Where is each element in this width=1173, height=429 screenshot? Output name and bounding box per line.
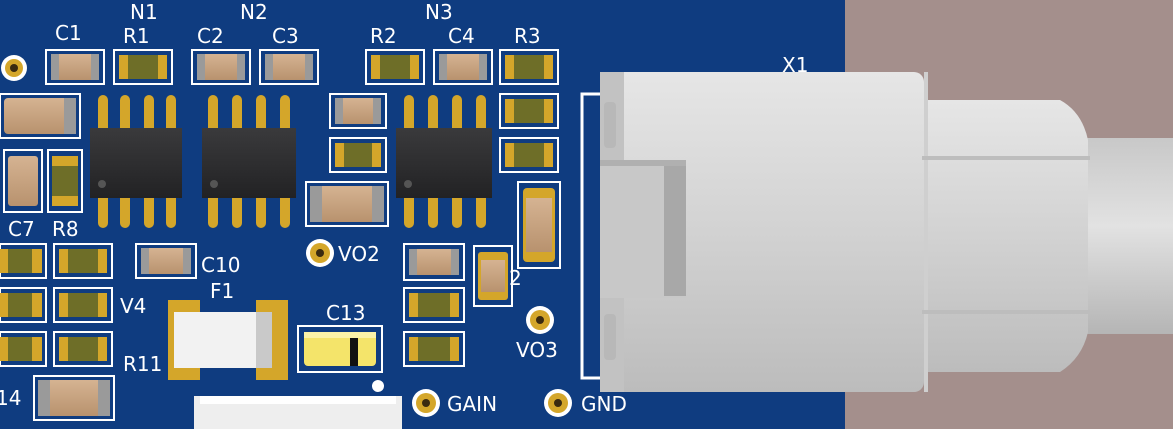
connector-x1: [580, 72, 1173, 392]
component-row3-left-2: [53, 331, 113, 367]
test-point-vo3: [526, 306, 554, 334]
ic-n1: [90, 95, 182, 228]
fiducial-dot: [372, 380, 384, 392]
label-14: 14: [0, 386, 21, 410]
component-row2-left-1: [0, 287, 47, 323]
label-partial-2: 2: [509, 266, 522, 290]
component-row3-left-1: [0, 331, 47, 367]
label-x1: X1: [782, 53, 808, 77]
label-r3: R3: [514, 24, 541, 48]
label-gain: GAIN: [447, 392, 497, 416]
label-f1: F1: [210, 279, 234, 303]
component-vertical-res-left: [47, 149, 83, 213]
label-c10: C10: [201, 253, 240, 277]
label-c3: C3: [272, 24, 299, 48]
component-row-r8: [53, 243, 113, 279]
component-col-res-2: [403, 331, 465, 367]
component-right-vertical-cap: [517, 181, 561, 269]
label-c7: C7: [8, 217, 35, 241]
component-col-res-1: [403, 287, 465, 323]
component-c10: [135, 243, 197, 279]
component-mid-big-cap: [305, 181, 389, 227]
component-f1-fuse: [168, 300, 288, 380]
component-vertical-cap-left: [3, 149, 43, 213]
test-point-top-left: [1, 55, 27, 81]
label-r11: R11: [123, 352, 162, 376]
label-n3: N3: [425, 0, 453, 24]
component-mid-cap-1: [329, 93, 387, 129]
label-r1: R1: [123, 24, 150, 48]
label-gnd: GND: [581, 392, 627, 416]
ic-n2: [202, 95, 296, 228]
ic-n3: [396, 95, 492, 228]
label-c2: C2: [197, 24, 224, 48]
component-right-res-2: [499, 137, 559, 173]
component-small-vertical-cap: [473, 245, 513, 307]
label-c13: C13: [326, 301, 365, 325]
component-row2-left-2: [53, 287, 113, 323]
test-point-gnd: [544, 389, 572, 417]
label-n1: N1: [130, 0, 158, 24]
label-v4: V4: [120, 294, 146, 318]
label-c4: C4: [448, 24, 475, 48]
component-c13: [297, 325, 383, 373]
label-c1: C1: [55, 21, 82, 45]
component-mid-res-1: [329, 137, 387, 173]
component-c1: [45, 49, 105, 85]
test-point-gain: [412, 389, 440, 417]
component-bottom-left-cap: [33, 375, 115, 421]
component-c2: [191, 49, 251, 85]
component-r2: [365, 49, 425, 85]
label-vo2: VO2: [338, 242, 380, 266]
component-r1: [113, 49, 173, 85]
test-point-vo2: [306, 239, 334, 267]
component-big-cap-left: [0, 93, 81, 139]
label-vo3: VO3: [516, 338, 558, 362]
component-r3: [499, 49, 559, 85]
component-c3: [259, 49, 319, 85]
component-row-c7: [0, 243, 47, 279]
label-n2: N2: [240, 0, 268, 24]
component-c4: [433, 49, 493, 85]
label-r8: R8: [52, 217, 79, 241]
component-col-cap-1: [403, 243, 465, 281]
label-r2: R2: [370, 24, 397, 48]
component-right-res-1: [499, 93, 559, 129]
